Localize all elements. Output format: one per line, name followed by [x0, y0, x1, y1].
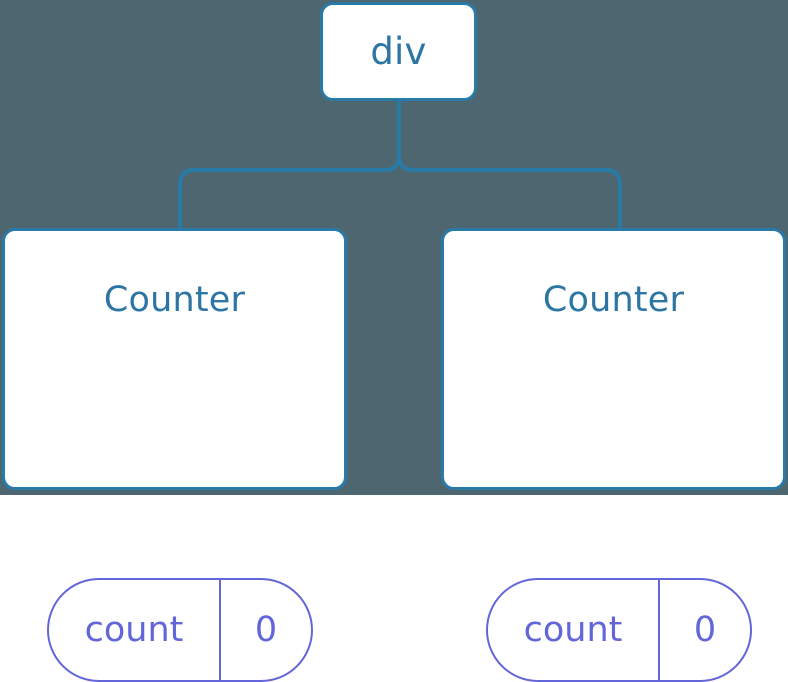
node-counter-right[interactable]: Counter count 0	[441, 228, 786, 682]
connector-branch-right	[397, 151, 622, 230]
node-counter-left-label: Counter	[103, 280, 246, 320]
node-div-label: div	[370, 30, 427, 73]
connector-branch-left	[178, 151, 401, 230]
state-key-left: count	[49, 580, 221, 680]
node-div[interactable]: div	[320, 2, 477, 101]
state-pill-left[interactable]: count 0	[47, 578, 313, 682]
state-value-left: 0	[254, 609, 278, 650]
connector-lines	[178, 100, 622, 230]
state-value-right: 0	[693, 609, 717, 650]
state-pill-right[interactable]: count 0	[486, 578, 752, 682]
state-key-right: count	[488, 580, 660, 680]
node-counter-left[interactable]: Counter count 0	[2, 228, 347, 682]
node-counter-right-label: Counter	[542, 280, 685, 320]
